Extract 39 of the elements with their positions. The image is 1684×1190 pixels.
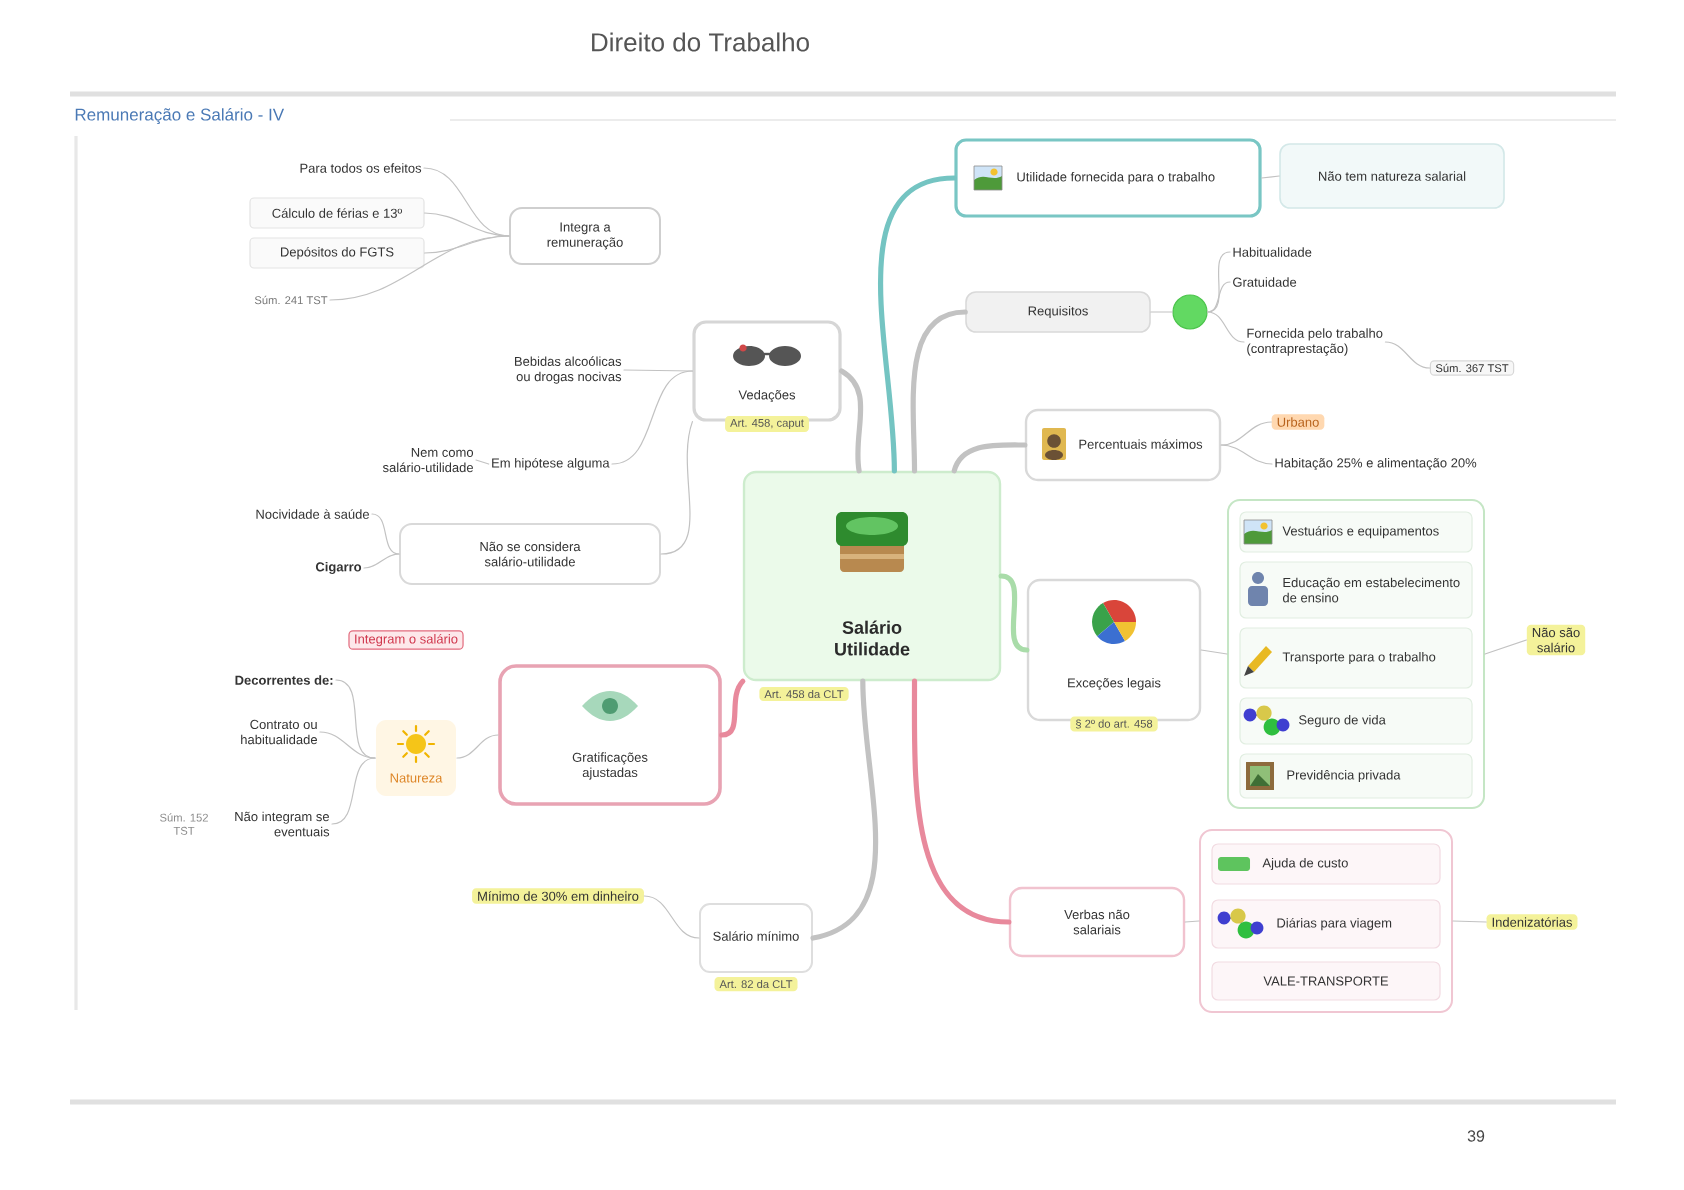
connector-line xyxy=(1200,649,1228,655)
page-title: Direito do Trabalho xyxy=(592,32,809,52)
central-topic-box: Salário Utilidade xyxy=(742,470,1002,682)
connector-line xyxy=(1207,251,1231,313)
connector-line xyxy=(660,421,693,555)
section-subtitle: Remuneração e Salário - IV xyxy=(75,107,285,125)
connector-line xyxy=(335,679,376,759)
group-frame xyxy=(1199,829,1453,1013)
connector-line xyxy=(363,553,400,569)
group-frame xyxy=(1227,499,1485,809)
connector-line xyxy=(611,370,693,465)
branch-line xyxy=(877,175,957,474)
branch-line xyxy=(810,678,879,941)
connector-line xyxy=(1220,444,1273,465)
connector-line xyxy=(319,731,376,759)
connector-line xyxy=(1220,421,1272,446)
branch-line xyxy=(839,368,864,474)
connector-line xyxy=(1207,281,1231,313)
connector-line xyxy=(623,369,693,372)
branch-line xyxy=(911,678,1012,925)
branch-dot xyxy=(1172,294,1208,330)
connector-line xyxy=(1484,639,1527,655)
connector-line xyxy=(331,757,376,825)
branch-line xyxy=(998,573,1030,653)
connector-line xyxy=(371,513,400,555)
branch-line xyxy=(910,309,968,474)
connector-line xyxy=(643,895,700,939)
connector-line xyxy=(1261,175,1280,179)
connector-line xyxy=(1384,341,1431,369)
connector-line xyxy=(1184,920,1200,923)
connector-line xyxy=(424,212,510,237)
branch-line xyxy=(719,678,746,738)
connector-line xyxy=(456,734,499,759)
connector-line xyxy=(329,235,510,301)
connector-line xyxy=(475,459,490,465)
connector-line xyxy=(1452,920,1487,923)
page-number: 39 xyxy=(1467,1130,1485,1142)
connector-line xyxy=(1207,311,1245,343)
branch-line xyxy=(951,442,1028,474)
